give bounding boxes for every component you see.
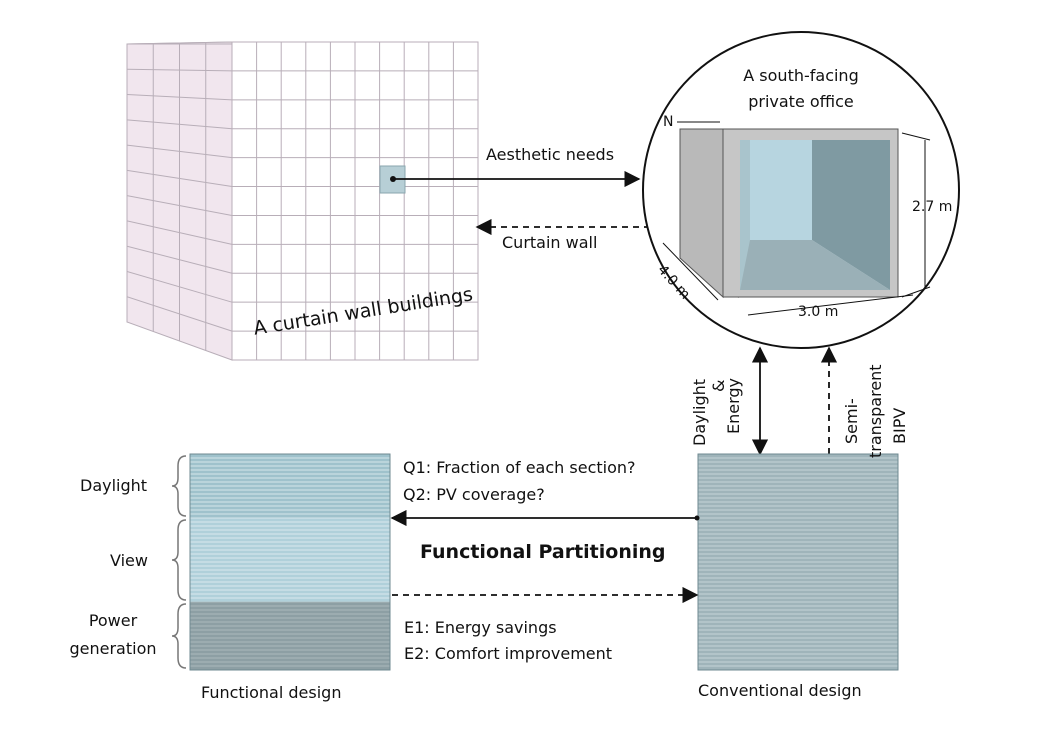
daylight-brace — [171, 455, 187, 517]
building-side-grid-line — [126, 144, 233, 159]
functional-partitioning-title: Functional Partitioning — [420, 541, 666, 563]
building-side-grid-line — [126, 220, 233, 245]
office-detail — [642, 31, 960, 349]
curtain-wall-building — [126, 41, 479, 361]
curtain-wall-label: Curtain wall — [502, 233, 598, 252]
building-side-grid-line — [126, 169, 233, 188]
room-floor — [740, 240, 890, 290]
functional-design-caption: Functional design — [201, 683, 342, 702]
conventional-design-caption: Conventional design — [698, 681, 862, 700]
room-left-outer-face — [679, 128, 724, 299]
depth-dim-line — [662, 242, 719, 301]
daylight-energy-label-line1: Daylight — [690, 378, 709, 446]
semi-transparent-label-line2: transparent — [866, 364, 885, 458]
functional-stripes — [190, 457, 390, 667]
semi-transparent-label-line1: Semi- — [842, 398, 861, 444]
room-back-wall — [750, 140, 812, 240]
building-side-grid-line — [126, 119, 233, 130]
view-brace — [171, 519, 187, 601]
building-side-grid-line — [126, 270, 233, 303]
building-side-grid-line — [126, 94, 233, 101]
building-side-grid-line — [126, 245, 233, 274]
height-dim-tick-top — [901, 132, 931, 141]
conventional-design-panel — [697, 453, 899, 671]
partition-arrow-dot — [694, 515, 700, 521]
semi-transparent-label-line3: BIPV — [890, 407, 909, 444]
daylight-section-label: Daylight — [80, 476, 148, 495]
evaluation-2: E2: Comfort improvement — [404, 644, 613, 663]
office-title-line2: private office — [748, 92, 854, 111]
north-label: N — [663, 114, 674, 130]
daylight-energy-label-line3: Energy — [724, 377, 743, 434]
building-front-grid — [232, 42, 478, 360]
building-side-grid-line — [126, 296, 233, 332]
room-left-wall — [740, 140, 750, 290]
power-section-label-line1: Power — [88, 611, 138, 630]
conventional-stripes — [698, 457, 898, 667]
building-side-grid-line — [126, 195, 233, 216]
view-section — [190, 518, 390, 602]
office-title-line1: A south-facing — [743, 66, 859, 85]
power-section — [190, 602, 390, 670]
building-side-grid-line — [126, 68, 233, 72]
functional-design-panel — [171, 453, 391, 671]
building-side-grid — [126, 42, 233, 351]
aesthetic-needs-label: Aesthetic needs — [486, 145, 615, 164]
question-2: Q2: PV coverage? — [403, 485, 545, 504]
height-label: 2.7 m — [912, 199, 953, 215]
power-section-label-line2: generation — [69, 639, 157, 658]
functional-outline — [189, 453, 391, 671]
width-dim-line — [747, 294, 914, 316]
view-section-label: View — [110, 551, 148, 570]
width-label: 3.0 m — [798, 304, 839, 320]
conventional-outline — [697, 453, 899, 671]
power-brace — [171, 603, 187, 669]
evaluation-1: E1: Energy savings — [404, 618, 557, 637]
question-1: Q1: Fraction of each section? — [403, 458, 636, 477]
